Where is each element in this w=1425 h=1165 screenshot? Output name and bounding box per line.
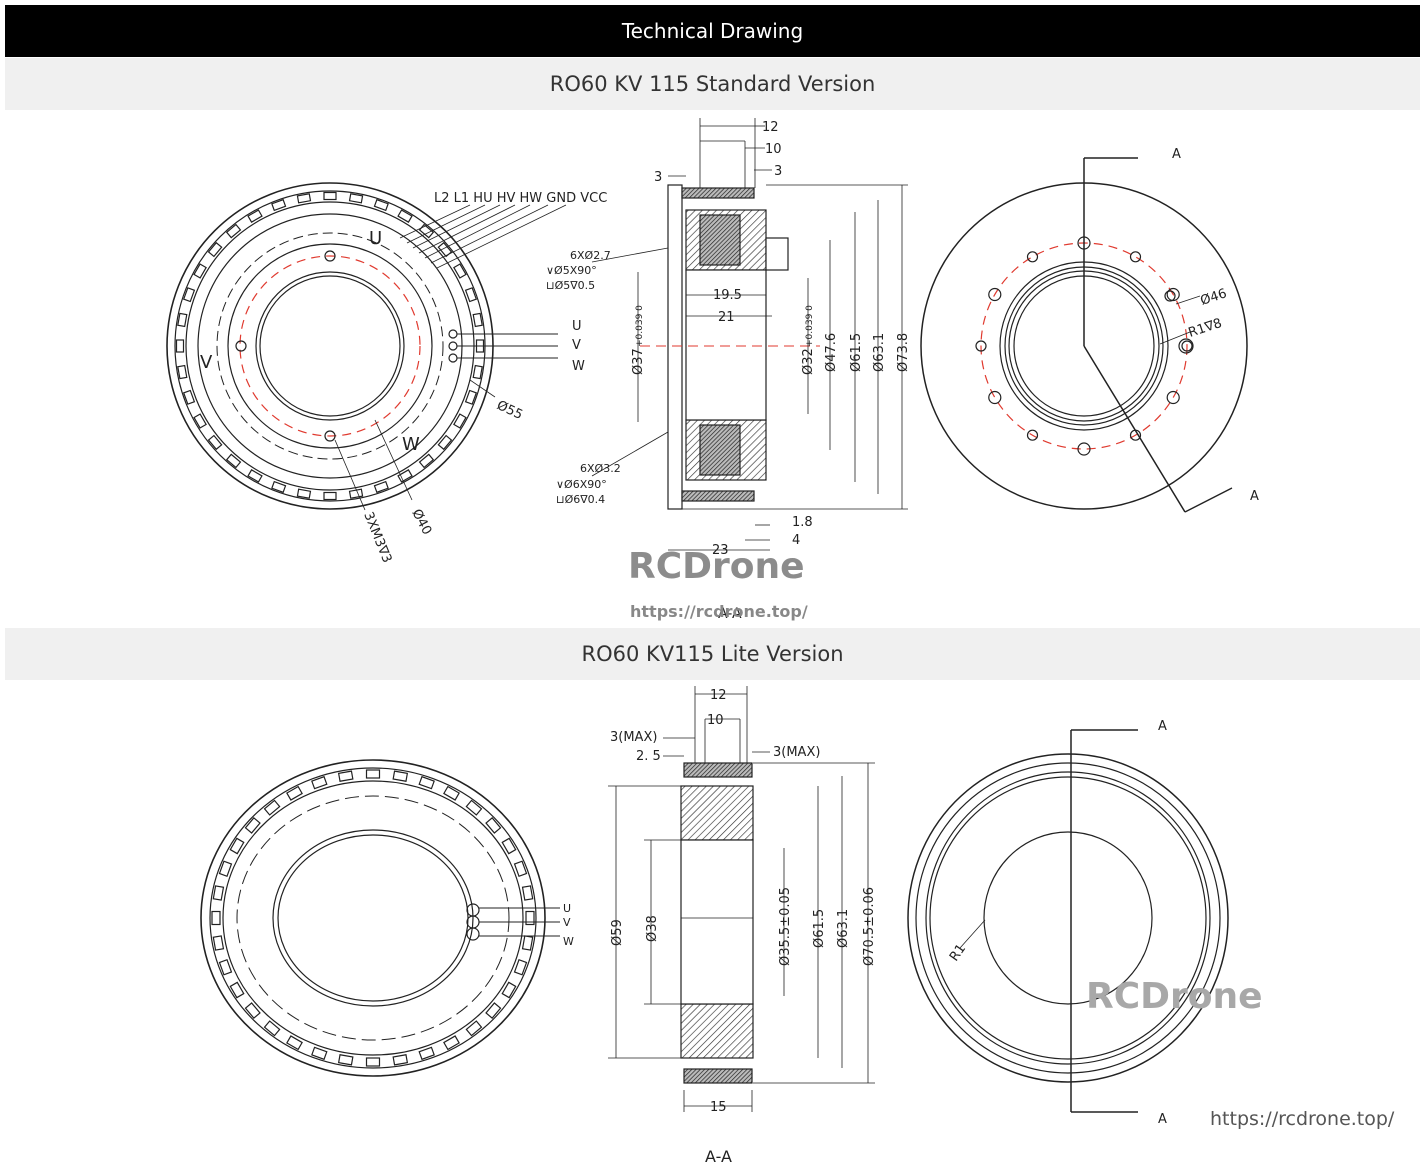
- dim-r1-depth: R1∇8: [1187, 316, 1224, 341]
- phase-u-label: U: [572, 319, 582, 334]
- lite-rear-view: [907, 729, 1229, 1113]
- lite-dim-r1: R1: [947, 942, 969, 965]
- section-label-aa: A-A: [718, 606, 742, 622]
- phase-v-label: V: [572, 338, 581, 353]
- coil-w-label: W: [402, 434, 420, 455]
- dim-m3-thread: 3XM3∇3: [360, 510, 394, 565]
- page-title: Technical Drawing: [621, 19, 804, 43]
- section-label-standard: RO60 KV 115 Standard Version: [549, 72, 876, 96]
- standard-section-labels: 12 10 3 3 6XØ2.7 ∨Ø5X90° ⊔Ø5∇0.5 6XØ3.2 …: [546, 120, 911, 622]
- dim-d61-5: Ø61.5: [849, 333, 864, 372]
- dim-10: 10: [765, 142, 782, 157]
- watermark-brand-top: RCDrone: [628, 546, 805, 587]
- lite-phase-u: U: [563, 902, 571, 915]
- dim-3-left: 3: [654, 170, 662, 185]
- lite-section-labels: 12 10 3(MAX) 2. 5 3(MAX) Ø59 Ø38 Ø35.5±0…: [610, 688, 877, 1165]
- dim-d46: Ø46: [1199, 286, 1229, 309]
- dim-d37: Ø37: [631, 348, 646, 375]
- watermark-url-bottom: https://rcdrone.top/: [1210, 1108, 1395, 1130]
- section-title-lite: RO60 KV115 Lite Version: [5, 628, 1420, 680]
- dim-d63-1: Ø63.1: [872, 333, 887, 372]
- lite-front-labels: U V W: [563, 902, 574, 948]
- lite-dim-d35-5: Ø35.5±0.05: [778, 887, 793, 966]
- dim-1-8: 1.8: [792, 515, 813, 530]
- lite-dim-2-5: 2. 5: [636, 749, 661, 764]
- standard-section-view: [591, 118, 908, 551]
- lite-dim-d59: Ø59: [610, 919, 625, 946]
- tol-d32: +0.039 0: [805, 305, 815, 347]
- hole-spec-bot-2: ∨Ø6X90°: [556, 478, 607, 491]
- watermark-url-top: https://rcdrone.top/: [630, 602, 808, 621]
- lite-dim-12: 12: [710, 688, 727, 703]
- hole-spec-bot-1: 6XØ3.2: [580, 462, 621, 475]
- dim-d55: Ø55: [494, 398, 525, 423]
- page-header: Technical Drawing: [5, 5, 1420, 57]
- lite-dim-10: 10: [707, 713, 724, 728]
- hole-spec-top-3: ⊔Ø5∇0.5: [546, 279, 595, 292]
- coil-v-label: V: [200, 352, 213, 373]
- dim-d73-8: Ø73.8: [896, 333, 911, 372]
- lite-section-label-aa: A-A: [705, 1147, 732, 1165]
- lite-phase-w: W: [563, 935, 574, 948]
- lite-section-mark-a-bottom: A: [1158, 1112, 1167, 1127]
- lite-dim-d38: Ø38: [645, 915, 660, 942]
- lite-dim-3max-left: 3(MAX): [610, 730, 657, 745]
- wire-labels: L2 L1 HU HV HW GND VCC: [434, 191, 607, 206]
- lite-dim-d61-5: Ø61.5: [812, 909, 827, 948]
- watermark-brand-bottom: RCDrone: [1086, 976, 1263, 1017]
- coil-u-label: U: [369, 228, 382, 249]
- dim-d47-6: Ø47.6: [824, 333, 839, 372]
- dim-21: 21: [718, 310, 735, 325]
- lite-dim-3max-right: 3(MAX): [773, 745, 820, 760]
- lite-front-view: [200, 759, 560, 1077]
- lite-section-mark-a-top: A: [1158, 719, 1167, 734]
- standard-front-labels: L2 L1 HU HV HW GND VCC U V W U V W Ø55 Ø…: [200, 191, 607, 565]
- dim-19-5: 19.5: [713, 288, 742, 303]
- dim-3-right: 3: [774, 164, 782, 179]
- dim-12: 12: [762, 120, 779, 135]
- section-mark-a-top: A: [1172, 147, 1181, 162]
- hole-spec-bot-3: ⊔Ø6∇0.4: [556, 493, 605, 506]
- dim-23: 23: [712, 543, 729, 558]
- lite-dim-d70-5: Ø70.5±0.06: [862, 887, 877, 966]
- lite-dim-15: 15: [710, 1100, 727, 1115]
- section-title-standard: RO60 KV 115 Standard Version: [5, 58, 1420, 110]
- standard-front-view: [166, 182, 567, 511]
- dim-d40: Ø40: [408, 507, 434, 538]
- lite-dim-d63-1: Ø63.1: [836, 909, 851, 948]
- tol-d37: +0.039 0: [635, 305, 645, 347]
- hole-spec-top-2: ∨Ø5X90°: [546, 264, 597, 277]
- phase-w-label: W: [572, 359, 585, 374]
- section-label-lite: RO60 KV115 Lite Version: [581, 642, 844, 666]
- standard-rear-view: [920, 157, 1248, 513]
- lite-phase-v: V: [563, 916, 571, 929]
- hole-spec-top-1: 6XØ2.7: [570, 249, 611, 262]
- section-mark-a-bottom: A: [1250, 489, 1259, 504]
- lite-section-view: [608, 686, 875, 1112]
- dim-4: 4: [792, 533, 800, 548]
- dim-d32: Ø32: [801, 348, 816, 375]
